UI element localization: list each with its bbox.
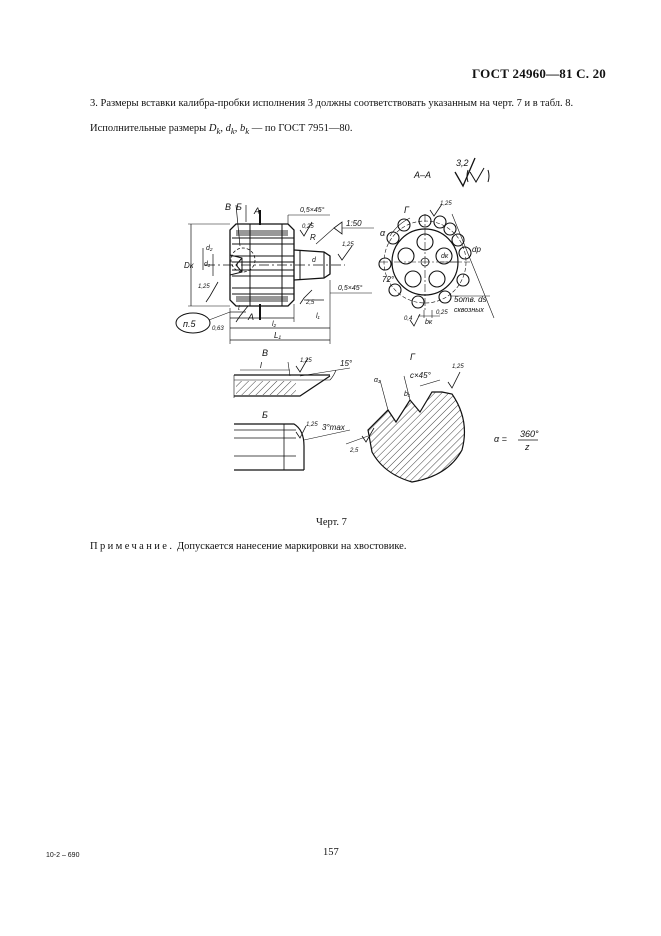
label-alpha: α: [380, 228, 386, 238]
p2-suffix: — по ГОСТ 7951—80.: [251, 123, 353, 134]
page-header: ГОСТ 24960—81 С. 20: [472, 66, 606, 81]
label-holes: 5отв. ds: [454, 295, 487, 304]
label-a-bottom: A: [247, 312, 254, 322]
paragraph-executive-dims: Исполнительные размеры Dk, dk, bk — по Г…: [90, 123, 353, 137]
side-view: [175, 204, 374, 344]
label-d1-side: d₁: [204, 261, 211, 268]
note-text: Допускается нанесение маркировки на хвос…: [177, 541, 407, 552]
label-dp: dp: [472, 245, 481, 254]
label-d: d: [312, 257, 317, 264]
label-d2: d₂: [206, 245, 213, 252]
label-view-g: Г: [410, 352, 416, 362]
label-l2: l₂: [272, 321, 277, 328]
note-label: Примечание.: [90, 541, 175, 552]
label-3max: 3°max: [322, 423, 346, 432]
label-view-b: Б: [262, 410, 268, 420]
print-code: 10-2 – 690: [46, 852, 80, 859]
formula-alpha: α = 360° z: [494, 429, 539, 452]
label-l1: l₁: [316, 313, 321, 320]
p2-Dk: Dk: [208, 123, 221, 137]
section-aa: [378, 157, 495, 327]
label-section-aa: А–А: [413, 170, 431, 180]
label-ra-125-d: 1,25: [300, 358, 312, 364]
label-callout-b: Б: [236, 202, 242, 212]
label-ra-125-b: 1,25: [198, 284, 210, 290]
label-chamfer-bottom: 0,5×45°: [338, 284, 363, 292]
label-ra-125-c: 1,25: [440, 201, 452, 207]
label-gamma: Г: [404, 205, 410, 215]
note: Примечание. Допускается нанесение маркир…: [90, 541, 406, 552]
detail-b: [234, 423, 351, 471]
label-holes-sub: сквозных: [454, 307, 484, 314]
label-r: R: [310, 233, 316, 242]
label-ra-125-f: 1,25: [306, 422, 318, 428]
figure-caption: Черт. 7: [316, 517, 347, 528]
formula-lhs: α =: [494, 434, 507, 444]
label-chamfer-top: 0,5×45°: [300, 206, 325, 214]
label-view-v: В: [262, 348, 268, 358]
label-ra-125-e: 1,25: [452, 364, 464, 370]
label-ra-25-b: 2,5: [349, 448, 359, 454]
page-number: 157: [323, 847, 339, 858]
label-a-top: A: [253, 206, 260, 216]
label-ra-063: 0,63: [212, 326, 224, 332]
label-callout-v: В: [225, 202, 231, 212]
label-ra-025-a: 0,25: [302, 224, 314, 230]
p2-dk: dk: [225, 123, 235, 137]
detail-g: [345, 371, 465, 483]
label-L1: L₁: [274, 331, 281, 340]
label-15deg: 15°: [340, 359, 353, 368]
p2-prefix: Исполнительные размеры: [90, 123, 207, 134]
label-ref-p5: п.5: [183, 319, 196, 329]
label-l-small: l: [260, 361, 262, 370]
label-c45: c×45°: [410, 371, 432, 380]
label-taper: 1:50: [346, 219, 362, 228]
formula-numerator: 360°: [520, 429, 539, 439]
label-roughness-top: 3,2: [456, 158, 469, 168]
paragraph-3: 3. Размеры вставки калибра-пробки исполн…: [90, 98, 574, 109]
label-dk-end: dк: [441, 253, 449, 260]
label-ra-04: 0,4: [404, 316, 413, 322]
label-dk-side: Dк: [184, 261, 195, 270]
label-t: t: [238, 305, 241, 312]
label-72: 72°: [382, 275, 395, 284]
label-bk: bк: [425, 319, 433, 326]
formula-denominator: z: [524, 442, 530, 452]
p2-bk: bk: [239, 123, 250, 137]
label-ra-025-b: 0,25: [436, 310, 448, 316]
detail-v: [233, 357, 351, 398]
label-ra-125-a: 1,25: [342, 242, 354, 248]
label-b1: b₁: [404, 391, 411, 398]
label-alpha1: α₁: [374, 377, 381, 384]
label-ra-25: 2,5: [305, 300, 315, 306]
